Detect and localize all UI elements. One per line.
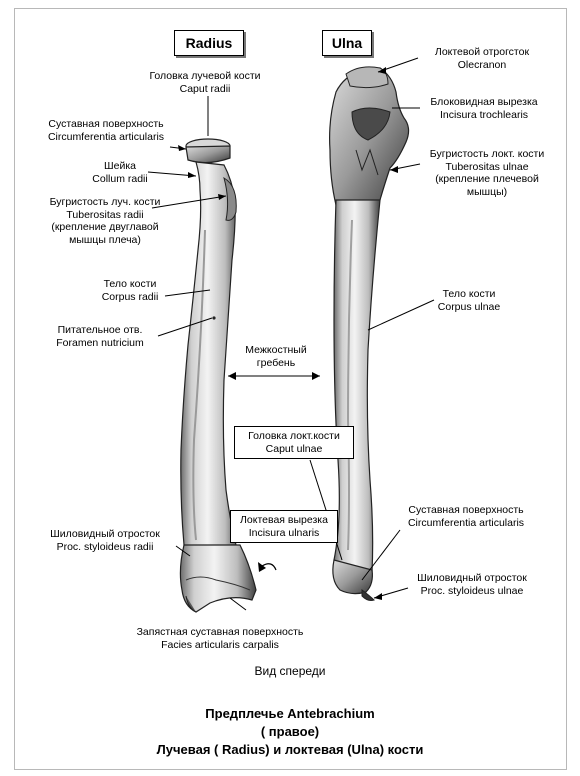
view-label: Вид спереди (254, 664, 326, 678)
radius-bone (179, 138, 257, 613)
ulna-title: Ulna (322, 30, 372, 56)
caption-subtitle: ( правое) (260, 724, 320, 739)
radius-title: Radius (174, 30, 244, 56)
page-frame (14, 8, 567, 770)
caption-title: Предплечье Antebrachium (205, 706, 375, 721)
label-foramen-nutricium: Питательное отв.Foramen nutricium (56, 324, 144, 349)
caption-bones: Лучевая ( Radius) и локтевая (Ulna) кост… (156, 742, 424, 757)
ulna-bone (329, 66, 410, 601)
